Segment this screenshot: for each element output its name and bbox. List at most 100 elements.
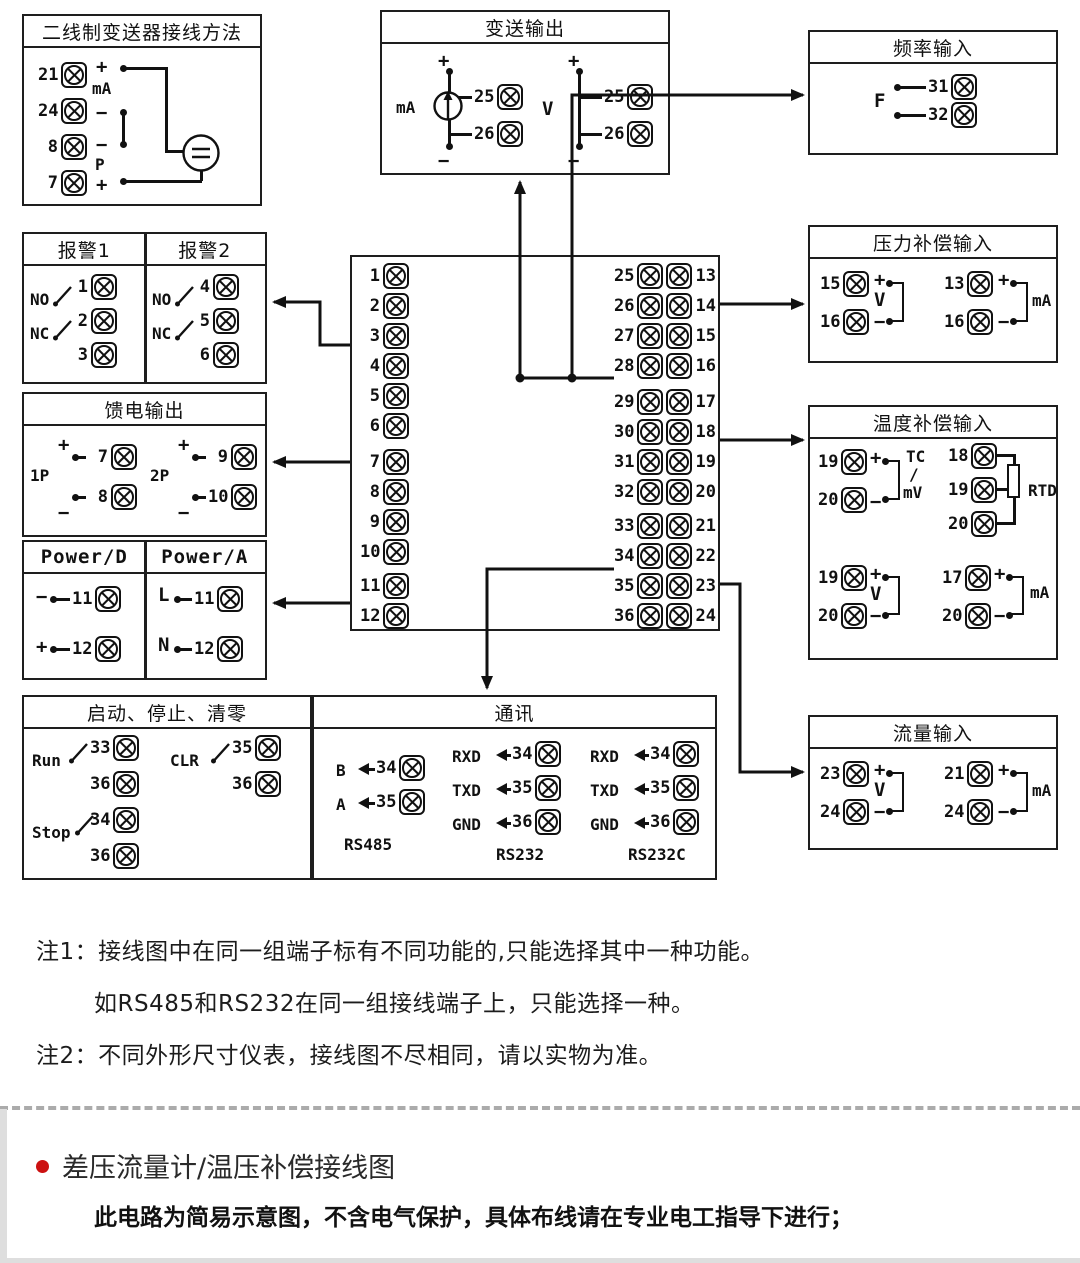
- screw-terminal-icon: [841, 449, 868, 475]
- junction-dot: [886, 808, 893, 815]
- screw-terminal-icon: [231, 484, 258, 510]
- screw-terminal-icon: [383, 573, 410, 599]
- terminal-number: 18: [948, 446, 969, 466]
- wire: [900, 86, 926, 89]
- section-heading: 差压流量计/温压补偿接线图: [62, 1153, 396, 1184]
- terminal-number: 2: [369, 296, 380, 316]
- terminal-row: 19: [818, 565, 868, 591]
- stop-label: Stop: [32, 823, 71, 842]
- junction-dot: [50, 596, 57, 603]
- screw-terminal-icon: [843, 309, 870, 335]
- minus-label: −: [870, 491, 882, 513]
- screw-terminal-icon: [666, 479, 693, 505]
- run-label: Run: [32, 751, 61, 770]
- red-bullet: [36, 1160, 49, 1173]
- terminal-number: 24: [695, 606, 716, 626]
- plus-label: +: [96, 56, 108, 78]
- plus-label: +: [874, 269, 886, 291]
- terminal-row: 2614: [614, 293, 716, 319]
- screw-terminal-icon: [383, 323, 409, 349]
- screw-terminal-icon: [383, 449, 409, 475]
- terminal-row: 8: [38, 134, 87, 160]
- terminal-number: 5: [369, 386, 380, 406]
- terminal-number: 16: [820, 312, 841, 332]
- screw-terminal-icon: [213, 342, 239, 368]
- plus-label: +: [96, 174, 108, 196]
- terminal-number: 35: [650, 778, 671, 798]
- terminal-row: 5: [360, 383, 409, 409]
- terminal-row: 3523: [614, 573, 716, 599]
- terminal-number: 15: [820, 274, 841, 294]
- transmitter-icon: [182, 134, 220, 172]
- screw-terminal-icon: [666, 419, 693, 445]
- terminal-number: 23: [820, 764, 841, 784]
- terminal-row: 2715: [614, 323, 716, 349]
- alarm1-title: 报警1: [57, 239, 111, 262]
- wire: [56, 648, 70, 651]
- terminal-row: 3422: [614, 543, 716, 569]
- wire-bracket: [1012, 576, 1024, 615]
- terminal-row: 4: [190, 274, 239, 300]
- plus-label: +: [178, 434, 190, 456]
- terminal-number: 18: [695, 422, 716, 442]
- note-1-label: 注1：: [36, 939, 99, 965]
- neutral-label: N: [158, 634, 170, 656]
- terminal-number: 12: [360, 606, 381, 626]
- wire-bracket: [892, 282, 904, 322]
- screw-terminal-icon: [399, 755, 426, 781]
- terminal-number: 10: [208, 487, 229, 507]
- mv-label: mV: [903, 483, 923, 502]
- terminal-row: 34: [376, 755, 426, 781]
- junction-dot: [72, 454, 79, 461]
- box-communication: 通讯 B 34 A 35 RS485 RXD 34 TXD 35 GND 36 …: [312, 695, 717, 880]
- wire: [639, 788, 649, 791]
- screw-terminal-icon: [627, 84, 654, 110]
- junction-dot: [174, 596, 181, 603]
- note-1-cont-text: 如RS485和RS232在同一组接线端子上，只能选择一种。: [94, 991, 695, 1017]
- terminal-number: 34: [614, 546, 635, 566]
- wire: [56, 598, 70, 601]
- screw-terminal-icon: [113, 771, 140, 797]
- junction-dot: [1006, 612, 1013, 619]
- v-label: V: [874, 289, 886, 311]
- rs485-a-label: A: [336, 795, 346, 814]
- screw-terminal-icon: [637, 603, 664, 629]
- terminal-number: 24: [38, 101, 59, 121]
- ma-label: mA: [396, 98, 416, 117]
- section-divider: [0, 1106, 1080, 1110]
- terminal-number: 36: [512, 812, 533, 832]
- terminal-number: 24: [944, 802, 965, 822]
- wire: [196, 456, 206, 459]
- terminal-number: 36: [650, 812, 671, 832]
- terminal-number: 1: [369, 266, 380, 286]
- v-label: V: [870, 583, 882, 605]
- screw-terminal-icon: [399, 789, 426, 815]
- terminal-row: 13: [944, 271, 994, 297]
- screw-terminal-icon: [113, 807, 140, 833]
- junction-dot: [1010, 318, 1017, 325]
- terminal-row: 1: [360, 263, 409, 289]
- terminal-row: 17: [942, 565, 992, 591]
- ma-label: mA: [1032, 781, 1052, 800]
- screw-terminal-icon: [971, 477, 998, 503]
- wire-bracket: [1016, 772, 1028, 812]
- wire: [165, 150, 183, 153]
- arrow-to-flow-input: [720, 582, 805, 778]
- slash-label: /: [909, 465, 919, 484]
- note-1-text: 接线图中在同一组端子标有不同功能的,只能选择其中一种功能。: [98, 939, 764, 965]
- wire: [200, 169, 203, 181]
- note-2-text: 不同外形尺寸仪表，接线图不尽相同，请以实物为准。: [98, 1043, 663, 1069]
- box-title: 流量输入: [810, 717, 1056, 749]
- terminal-row: 3: [68, 342, 117, 368]
- ma-label: mA: [1032, 291, 1052, 310]
- junction-dot: [1010, 770, 1017, 777]
- terminal-number: 16: [695, 356, 716, 376]
- junction-dot: [882, 574, 889, 581]
- screw-terminal-icon: [666, 603, 693, 629]
- terminal-number: 7: [47, 173, 58, 193]
- screw-terminal-icon: [217, 636, 244, 662]
- screw-terminal-icon: [666, 389, 693, 415]
- minus-label: −: [568, 150, 580, 172]
- screw-terminal-icon: [666, 323, 693, 349]
- terminal-number: 33: [90, 738, 111, 758]
